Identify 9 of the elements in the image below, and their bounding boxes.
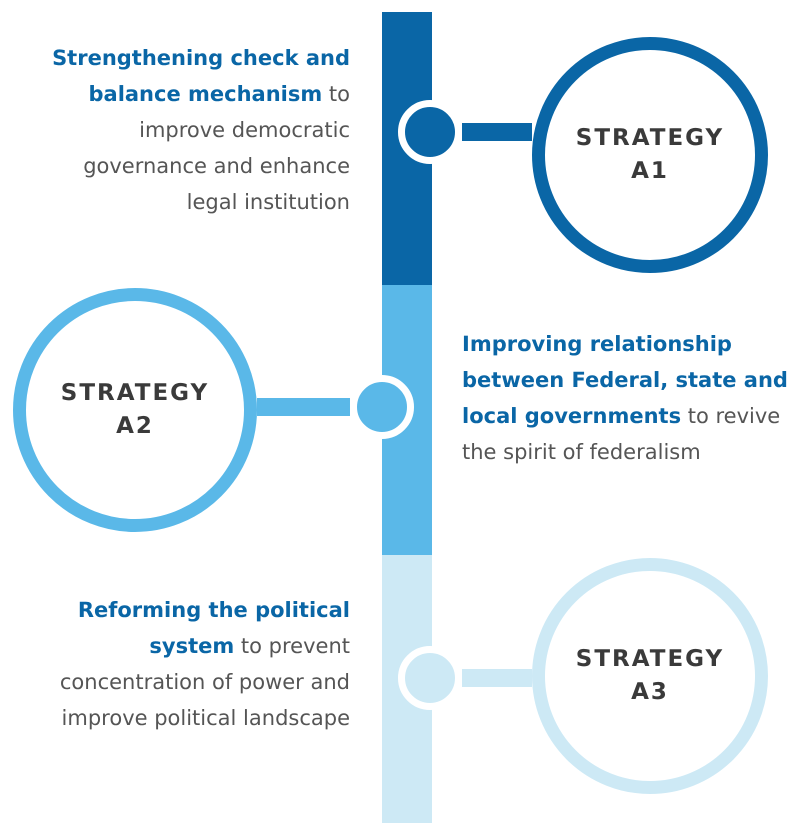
strategy-title: STRATEGY A2 [60,379,210,441]
strategy-title: STRATEGY A3 [575,645,725,707]
connector-line [462,123,532,141]
connector-line [257,398,350,416]
strategy-description: Improving relationship between Federal, state and local governments to revive the spirit of federalism [462,331,789,466]
strategy-title: STRATEGY A1 [575,124,725,186]
strategy-description: Strengthening check and balance mechanism to improve democratic governance and enhance legal institution [51,45,350,216]
strategy-description: Reforming the political system to prevent concentration of power and improve political landscape [58,597,350,732]
connector-line [462,669,532,687]
